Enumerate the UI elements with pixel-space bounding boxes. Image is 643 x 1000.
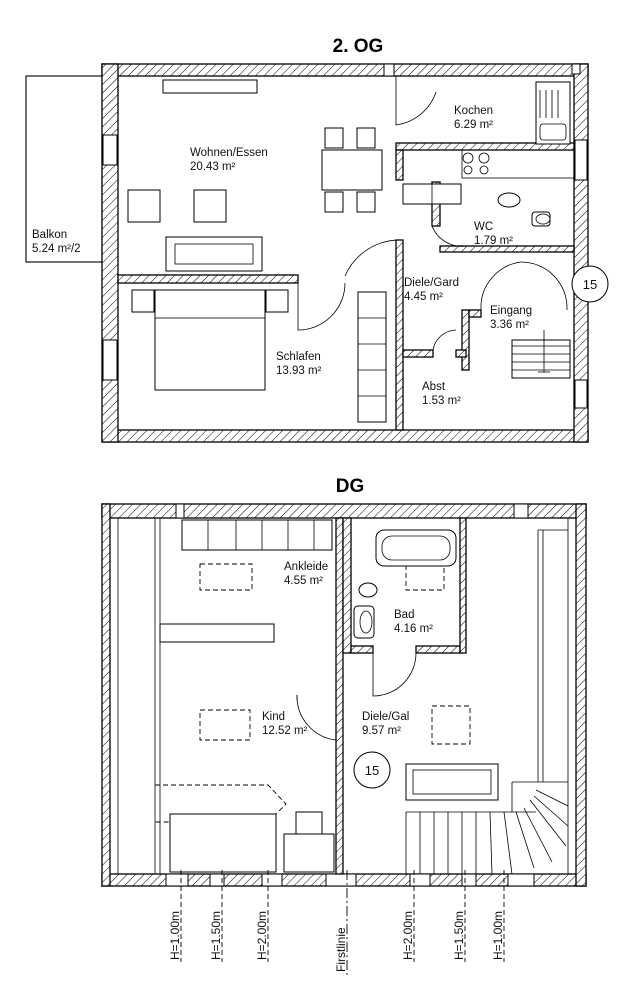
- doors-dg: [296, 652, 417, 741]
- room-name: WC: [474, 221, 493, 233]
- furniture-dg: [155, 519, 569, 875]
- knee-wall-lines-dg: [117, 518, 569, 874]
- roof-height-lines: [180, 870, 505, 975]
- room-label-wohnen-essen: Wohnen/Essen 20.43 m²: [190, 147, 268, 173]
- windows-2og: [102, 63, 588, 409]
- room-area: 4.55 m²: [284, 575, 323, 587]
- stair-marker-dg: 15: [365, 763, 379, 778]
- floor-title-dg: DG: [336, 476, 365, 497]
- room-label-kind: Kind 12.52 m²: [262, 711, 308, 737]
- room-label-schlafen: Schlafen 13.93 m²: [276, 351, 322, 377]
- room-label-diele-gard: Diele/Gard 4.45 m²: [404, 277, 459, 303]
- room-label-ankleide: Ankleide 4.55 m²: [284, 561, 328, 587]
- stair-marker-circle-2og: [571, 265, 609, 303]
- windows-dg: [165, 503, 535, 887]
- room-label-kochen: Kochen 6.29 m²: [454, 105, 493, 131]
- room-label-diele-gal: Diele/Gal 9.57 m²: [362, 711, 409, 737]
- room-label-wc: WC 1.79 m²: [474, 221, 513, 247]
- room-label-eingang: Eingang 3.36 m²: [490, 305, 532, 331]
- room-area: 13.93 m²: [276, 365, 322, 377]
- doors-2og: [297, 76, 568, 351]
- room-area: 9.57 m²: [362, 725, 401, 737]
- room-name: Diele/Gal: [362, 711, 409, 723]
- floor-plan-dg: DG: [101, 476, 587, 975]
- room-label-abst: Abst 1.53 m²: [422, 381, 461, 407]
- room-area: 6.29 m²: [454, 119, 493, 131]
- room-name: Wohnen/Essen: [190, 147, 268, 159]
- stair-marker-circle-dg: [353, 751, 391, 789]
- floor-title-2og: 2. OG: [333, 36, 384, 57]
- height-label-left-1: H=1.00m: [168, 911, 182, 960]
- room-name: Balkon: [32, 229, 67, 241]
- height-label-left-2: H=1.50m: [209, 911, 223, 960]
- room-area: 1.53 m²: [422, 395, 461, 407]
- room-label-balkon: Balkon 5.24 m²/2: [32, 229, 81, 255]
- room-area: 1.79 m²: [474, 235, 513, 247]
- interior-walls-2og: [117, 142, 575, 431]
- height-label-right-1: H=2.00m: [401, 911, 415, 960]
- floor-plan-2og: 2. OG: [25, 36, 609, 443]
- ridge-line-label: Firstlinie: [334, 927, 348, 972]
- room-area: 12.52 m²: [262, 725, 308, 737]
- room-name: Schlafen: [276, 351, 321, 363]
- room-name: Kind: [262, 711, 285, 723]
- stair-marker-2og: 15: [583, 277, 597, 292]
- interior-walls-dg: [335, 517, 467, 875]
- room-area: 4.16 m²: [394, 623, 433, 635]
- height-label-right-2: H=1.50m: [452, 911, 466, 960]
- room-name: Diele/Gard: [404, 277, 459, 289]
- room-area: 4.45 m²: [404, 291, 443, 303]
- room-name: Bad: [394, 609, 414, 621]
- height-label-left-3: H=2.00m: [255, 911, 269, 960]
- height-label-right-3: H=1.00m: [491, 911, 505, 960]
- room-name: Eingang: [490, 305, 532, 317]
- room-name: Kochen: [454, 105, 493, 117]
- room-name: Ankleide: [284, 561, 328, 573]
- roof-height-labels: H=1.00m H=1.50m H=2.00m Firstlinie H=2.0…: [168, 911, 505, 972]
- furniture-2og: [127, 79, 575, 423]
- room-area: 5.24 m²/2: [32, 243, 81, 255]
- room-name: Abst: [422, 381, 446, 393]
- room-area: 3.36 m²: [490, 319, 529, 331]
- room-label-bad: Bad 4.16 m²: [394, 609, 433, 635]
- room-area: 20.43 m²: [190, 161, 236, 173]
